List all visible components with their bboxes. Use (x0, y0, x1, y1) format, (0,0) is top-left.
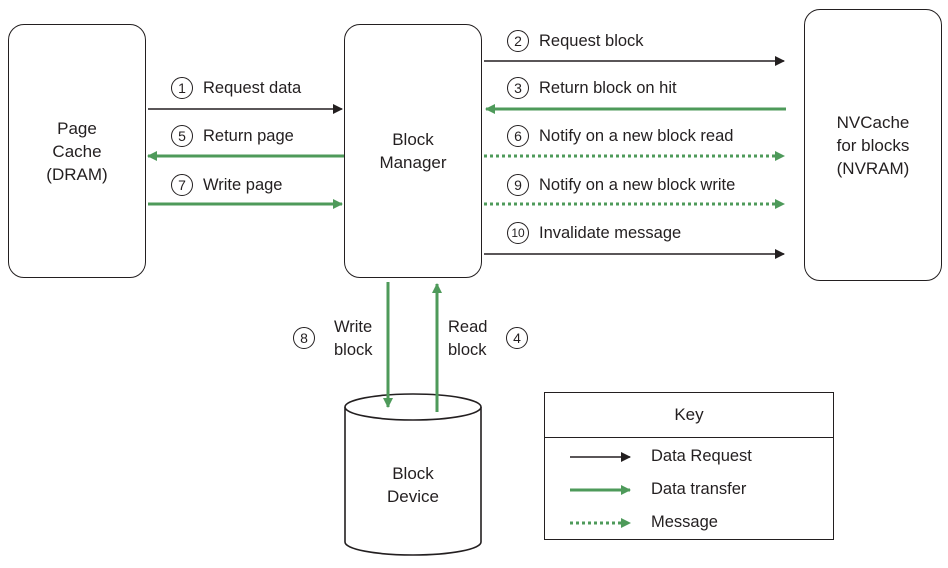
key-item-data-transfer: Data transfer (651, 480, 747, 498)
nvcache-label: NVCache for blocks (NVRAM) (836, 112, 910, 178)
block-manager-label: Block Manager (379, 130, 447, 172)
key-legend: Key Data Request Data transfer Message (544, 392, 834, 540)
step-number: 3 (507, 77, 529, 99)
block-device-cylinder (344, 393, 482, 556)
block-manager-box: Block Manager (344, 24, 482, 278)
key-item-message: Message (651, 513, 718, 531)
step-number: 2 (507, 30, 529, 52)
flow-label-write-block: Write block (334, 318, 373, 359)
step-number: 5 (171, 125, 193, 147)
flow-label-read-block: Read block (448, 318, 488, 359)
step-number-read-block: 4 (506, 327, 528, 349)
key-title: Key (545, 393, 833, 438)
flow-label-write-page: 7 Write page (171, 174, 283, 196)
flow-label-return-block-on-hit: 3 Return block on hit (507, 77, 677, 99)
page-cache-label: Page Cache (DRAM) (46, 118, 108, 184)
step-number: 7 (171, 174, 193, 196)
step-number: 10 (507, 222, 529, 244)
step-number: 1 (171, 77, 193, 99)
page-cache-box: Page Cache (DRAM) (8, 24, 146, 278)
flow-label-request-block: 2 Request block (507, 30, 644, 52)
step-number: 6 (507, 125, 529, 147)
flow-label-return-page: 5 Return page (171, 125, 294, 147)
flow-label-notify-block-read: 6 Notify on a new block read (507, 125, 733, 147)
step-number: 9 (507, 174, 529, 196)
flow-label-request-data: 1 Request data (171, 77, 301, 99)
nvcache-box: NVCache for blocks (NVRAM) (804, 9, 942, 281)
block-device-label: Block Device (387, 464, 439, 506)
step-number-write-block: 8 (293, 327, 315, 349)
key-item-data-request: Data Request (651, 447, 752, 465)
flow-label-invalidate-message: 10 Invalidate message (507, 222, 681, 244)
flow-label-notify-block-write: 9 Notify on a new block write (507, 174, 735, 196)
